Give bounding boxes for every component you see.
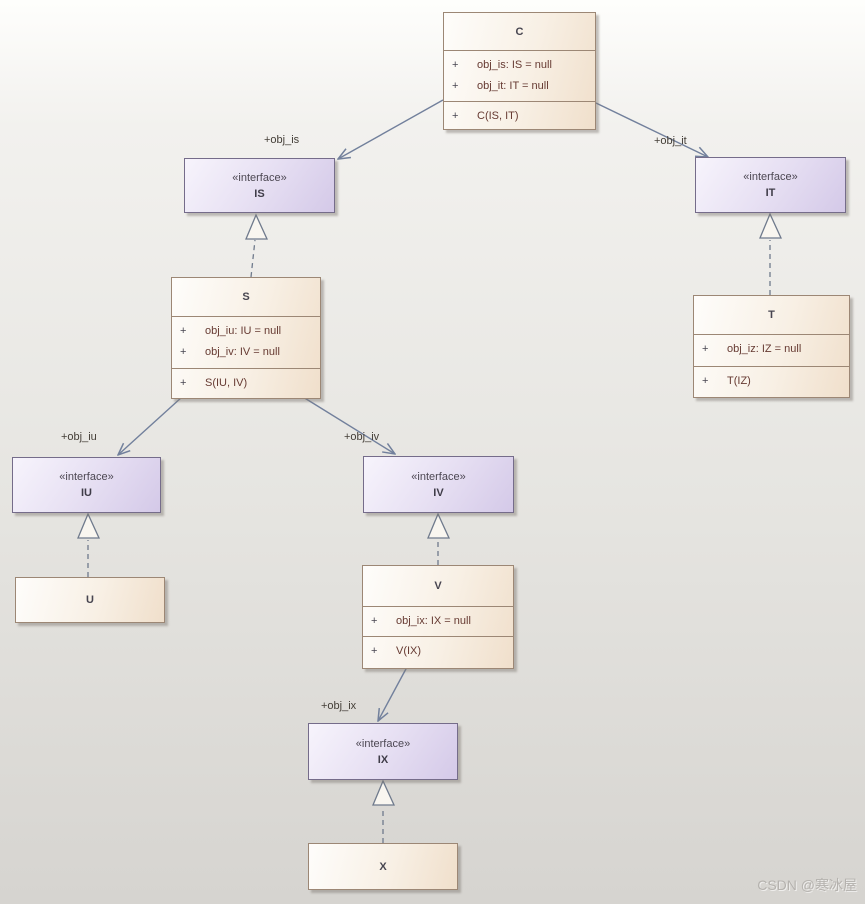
watermark: CSDN @寒冰屋 (757, 877, 857, 893)
attribute: +obj_iv: IV = null (180, 346, 280, 358)
generalization-triangle-icon (77, 512, 101, 539)
edge-label-obj-is: +obj_is (264, 134, 300, 146)
stereotype-label: «interface» (743, 171, 798, 183)
class-x: X (308, 843, 458, 890)
class-v-operations: +V(IX) (363, 636, 513, 668)
interface-ix-name: IX (377, 753, 389, 766)
class-t-attributes: +obj_iz: IZ = null (694, 334, 849, 366)
class-t-name: T (768, 309, 775, 321)
generalization-triangle-icon (759, 212, 783, 239)
class-s: S +obj_iu: IU = null +obj_iv: IV = null … (171, 277, 321, 399)
interface-iv-name: IV (433, 486, 444, 499)
edge-label-obj-it: +obj_it (654, 135, 687, 147)
interface-iu: «interface» IU (12, 457, 161, 513)
attribute: +obj_ix: IX = null (371, 615, 471, 627)
class-u-name: U (86, 594, 94, 606)
class-t-operations: +T(IZ) (694, 366, 849, 397)
edge-label-obj-iu: +obj_iu (61, 431, 97, 443)
generalization-triangle-icon (427, 512, 451, 539)
generalization-triangle-icon (245, 213, 269, 240)
class-s-operations: +S(IU, IV) (172, 368, 320, 398)
operation: +C(IS, IT) (452, 110, 519, 122)
class-t: T +obj_iz: IZ = null +T(IZ) (693, 295, 850, 398)
realization-s-is (250, 239, 256, 278)
class-u: U (15, 577, 165, 623)
attribute: +obj_is: IS = null (452, 59, 552, 71)
class-v: V +obj_ix: IX = null +V(IX) (362, 565, 514, 669)
class-v-name: V (434, 580, 442, 592)
interface-it-name: IT (765, 187, 776, 199)
class-c: C +obj_is: IS = null +obj_it: IT = null … (443, 12, 596, 130)
class-c-operations: +C(IS, IT) (444, 101, 595, 129)
stereotype-label: «interface» (232, 171, 287, 184)
interface-iu-name: IU (81, 487, 92, 499)
stereotype-label: «interface» (355, 737, 411, 750)
edge-label-obj-ix: +obj_ix (321, 700, 357, 712)
association-c-is (338, 99, 444, 159)
operation: +S(IU, IV) (180, 377, 248, 389)
association-s-iu (118, 396, 183, 455)
class-s-attributes: +obj_iu: IU = null +obj_iv: IV = null (172, 316, 320, 368)
association-c-it (595, 102, 708, 157)
interface-is-name: IS (254, 187, 265, 200)
interface-it: «interface» IT (695, 157, 846, 213)
stereotype-label: «interface» (411, 470, 466, 483)
interface-is: «interface» IS (184, 158, 335, 213)
generalization-triangle-icon (372, 779, 396, 806)
interface-iv: «interface» IV (363, 456, 514, 513)
class-x-name: X (379, 860, 387, 873)
operation: +T(IZ) (702, 375, 751, 387)
stereotype-label: «interface» (59, 471, 114, 483)
class-c-attributes: +obj_is: IS = null +obj_it: IT = null (444, 50, 595, 101)
attribute: +obj_it: IT = null (452, 80, 549, 92)
association-s-iv (302, 396, 395, 454)
class-v-attributes: +obj_ix: IX = null (363, 606, 513, 636)
attribute: +obj_iz: IZ = null (702, 343, 802, 355)
operation: +V(IX) (371, 645, 422, 657)
class-s-name: S (242, 291, 250, 303)
attribute: +obj_iu: IU = null (180, 325, 282, 337)
interface-ix: «interface» IX (308, 723, 458, 780)
edge-label-obj-iv: +obj_iv (344, 431, 380, 443)
association-v-ix (378, 666, 408, 721)
class-c-name: C (515, 25, 524, 38)
